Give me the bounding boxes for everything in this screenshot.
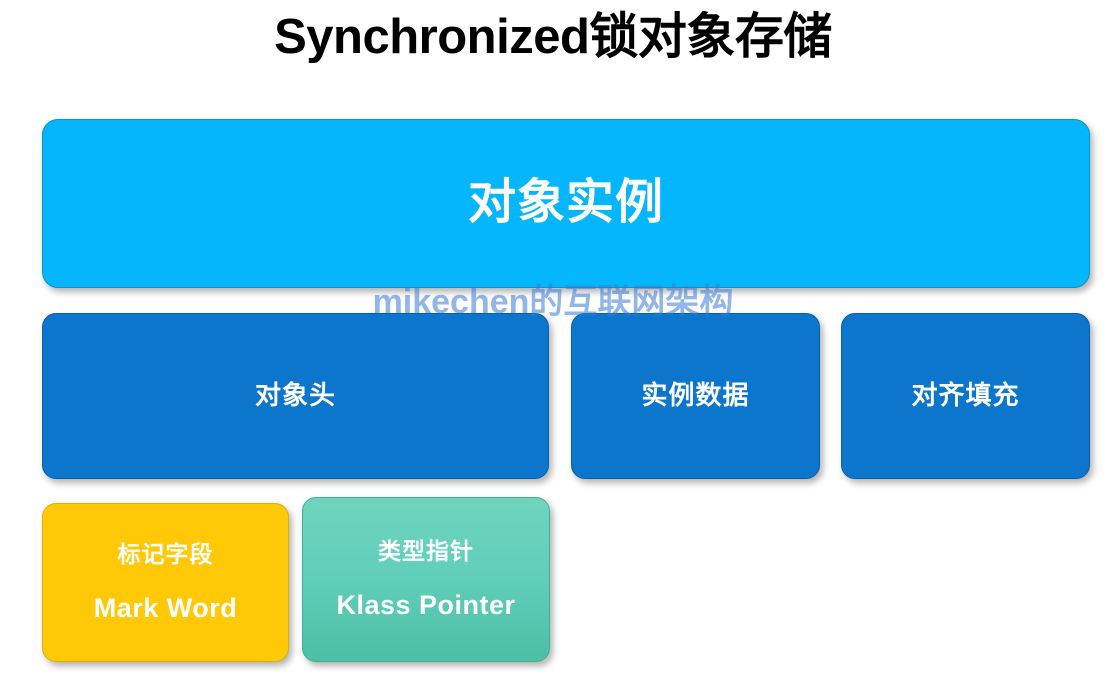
node-mark-word: 标记字段 Mark Word: [42, 503, 289, 662]
node-mark-word-label-cn: 标记字段: [117, 540, 214, 567]
node-object-instance-label: 对象实例: [467, 176, 664, 230]
node-klass-pointer-label-cn: 类型指针: [378, 537, 474, 564]
node-klass-pointer: 类型指针 Klass Pointer: [302, 497, 550, 662]
node-object-header-label: 对象头: [254, 380, 336, 411]
node-instance-data: 实例数据: [571, 313, 820, 479]
node-object-header: 对象头: [42, 313, 549, 479]
node-instance-data-label: 实例数据: [641, 380, 750, 411]
node-object-instance: 对象实例: [42, 119, 1090, 288]
node-klass-pointer-label-en: Klass Pointer: [336, 590, 516, 621]
node-mark-word-label-en: Mark Word: [93, 593, 238, 624]
node-alignment-padding-label: 对齐填充: [911, 380, 1020, 411]
page-title: Synchronized锁对象存储: [274, 10, 832, 64]
node-alignment-padding: 对齐填充: [841, 313, 1090, 479]
